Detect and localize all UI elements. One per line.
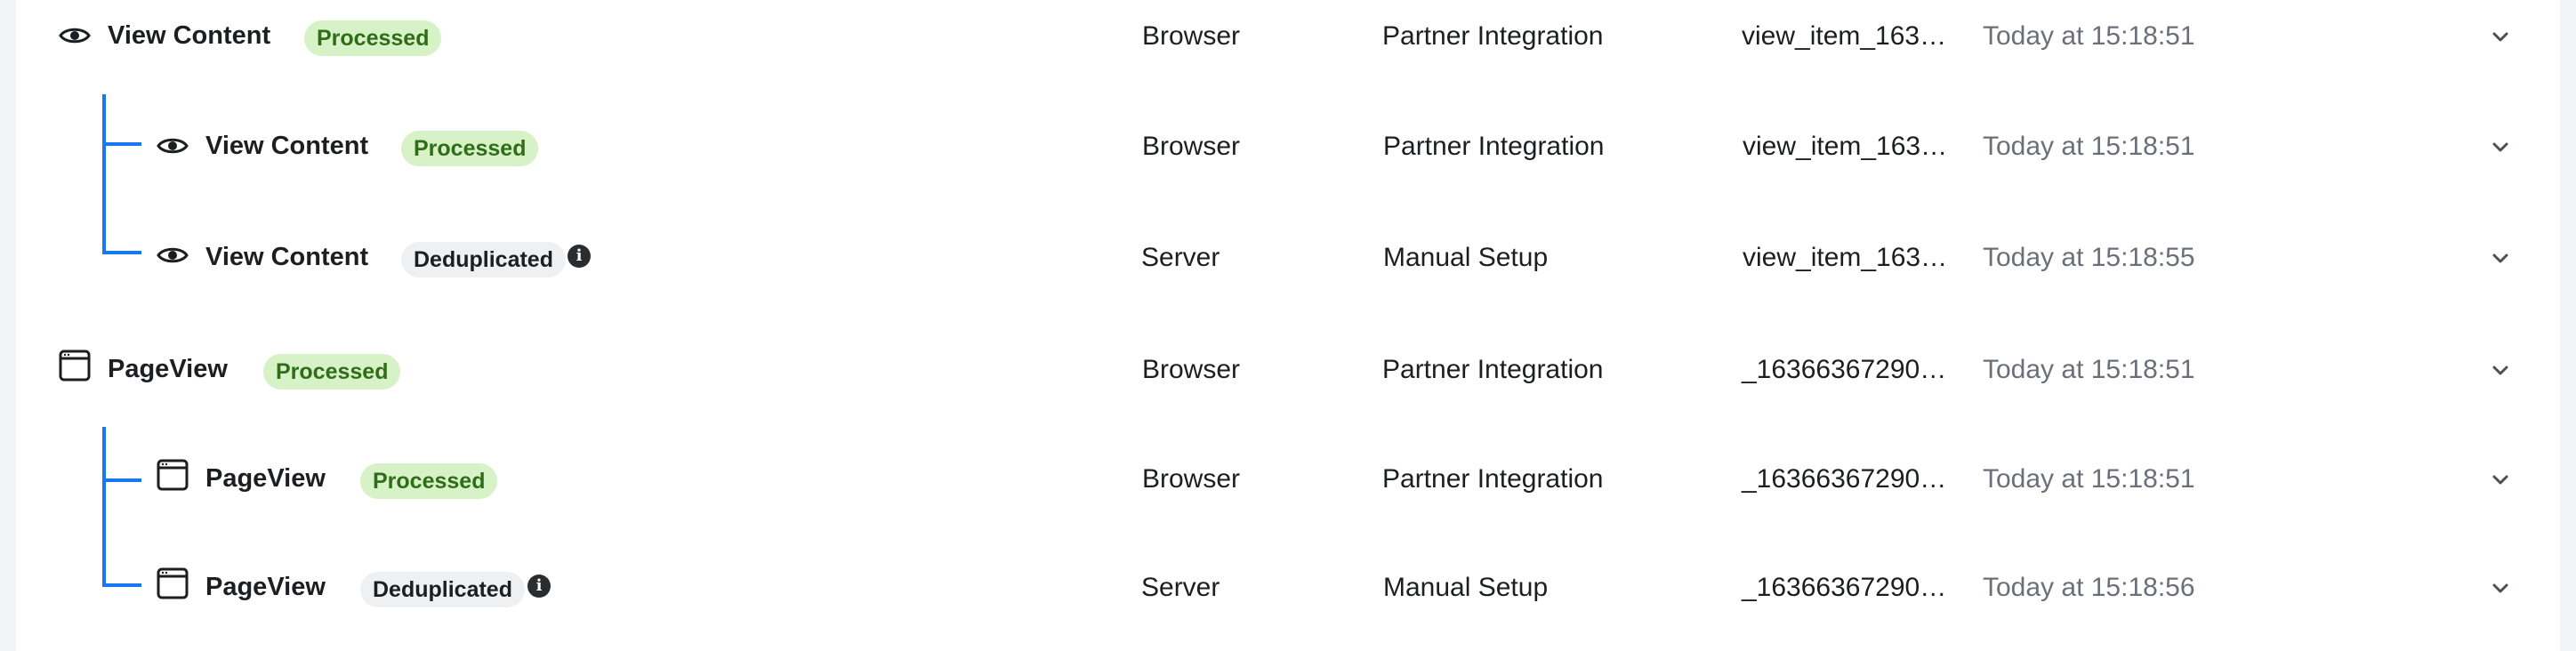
event-time: Today at 15:18:51 (1983, 132, 2195, 161)
event-setup: Partner Integration (1383, 132, 1605, 161)
event-id: _16366367290… (1742, 464, 1947, 494)
chevron-down-icon[interactable] (2488, 25, 2513, 50)
event-source: Server (1141, 243, 1220, 272)
tree-connector (102, 478, 141, 482)
event-name: View Content (205, 132, 369, 160)
event-row[interactable]: View Content Deduplicated i Server Manua… (16, 214, 2560, 303)
event-setup: Partner Integration (1382, 21, 1604, 51)
info-icon[interactable]: i (527, 575, 551, 598)
tree-connector (102, 94, 106, 254)
chevron-down-icon[interactable] (2488, 468, 2513, 493)
event-setup: Manual Setup (1383, 573, 1549, 602)
event-row[interactable]: PageView Deduplicated i Server Manual Se… (16, 544, 2560, 633)
event-time: Today at 15:18:51 (1983, 21, 2195, 51)
event-name: PageView (205, 464, 326, 493)
event-time: Today at 15:18:51 (1983, 464, 2195, 494)
event-row[interactable]: PageView Processed Browser Partner Integ… (16, 436, 2560, 525)
event-id: _16366367290… (1742, 573, 1947, 602)
event-list-panel: View Content Processed Browser Partner I… (16, 0, 2560, 651)
event-name: PageView (108, 355, 228, 383)
browser-window-icon (157, 567, 189, 599)
status-badge: Processed (401, 131, 539, 166)
chevron-down-icon[interactable] (2488, 358, 2513, 383)
status-badge: Deduplicated (401, 242, 566, 277)
event-time: Today at 15:18:56 (1983, 573, 2195, 602)
event-name: View Content (205, 243, 369, 271)
status-badge: Processed (360, 463, 498, 499)
event-source: Browser (1142, 355, 1241, 384)
event-name: PageView (205, 573, 326, 601)
browser-window-icon (157, 459, 189, 491)
event-id: view_item_163… (1743, 132, 1948, 161)
info-icon[interactable]: i (568, 245, 591, 268)
chevron-down-icon[interactable] (2488, 246, 2513, 271)
chevron-down-icon[interactable] (2488, 576, 2513, 601)
eye-icon (157, 130, 189, 162)
tree-connector (102, 142, 141, 146)
event-source: Browser (1142, 464, 1241, 494)
event-setup: Partner Integration (1382, 355, 1604, 384)
event-source: Browser (1142, 21, 1241, 51)
event-name: View Content (108, 21, 271, 50)
tree-connector (102, 427, 106, 587)
event-setup: Partner Integration (1382, 464, 1604, 494)
event-setup: Manual Setup (1383, 243, 1549, 272)
event-id: view_item_163… (1742, 21, 1947, 51)
eye-icon (157, 239, 189, 271)
tree-connector (102, 583, 141, 587)
event-time: Today at 15:18:55 (1983, 243, 2195, 272)
status-badge: Processed (304, 20, 442, 56)
status-badge: Processed (263, 354, 401, 390)
eye-icon (59, 20, 91, 52)
status-badge: Deduplicated (360, 572, 525, 607)
browser-window-icon (59, 350, 91, 382)
event-id: view_item_163… (1743, 243, 1948, 272)
event-id: _16366367290… (1742, 355, 1947, 384)
event-row[interactable]: PageView Processed Browser Partner Integ… (16, 326, 2560, 415)
event-row[interactable]: View Content Processed Browser Partner I… (16, 0, 2560, 84)
event-time: Today at 15:18:51 (1983, 355, 2195, 384)
chevron-down-icon[interactable] (2488, 135, 2513, 160)
tree-connector (102, 251, 141, 254)
event-row[interactable]: View Content Processed Browser Partner I… (16, 105, 2560, 194)
event-source: Server (1141, 573, 1220, 602)
event-source: Browser (1142, 132, 1241, 161)
